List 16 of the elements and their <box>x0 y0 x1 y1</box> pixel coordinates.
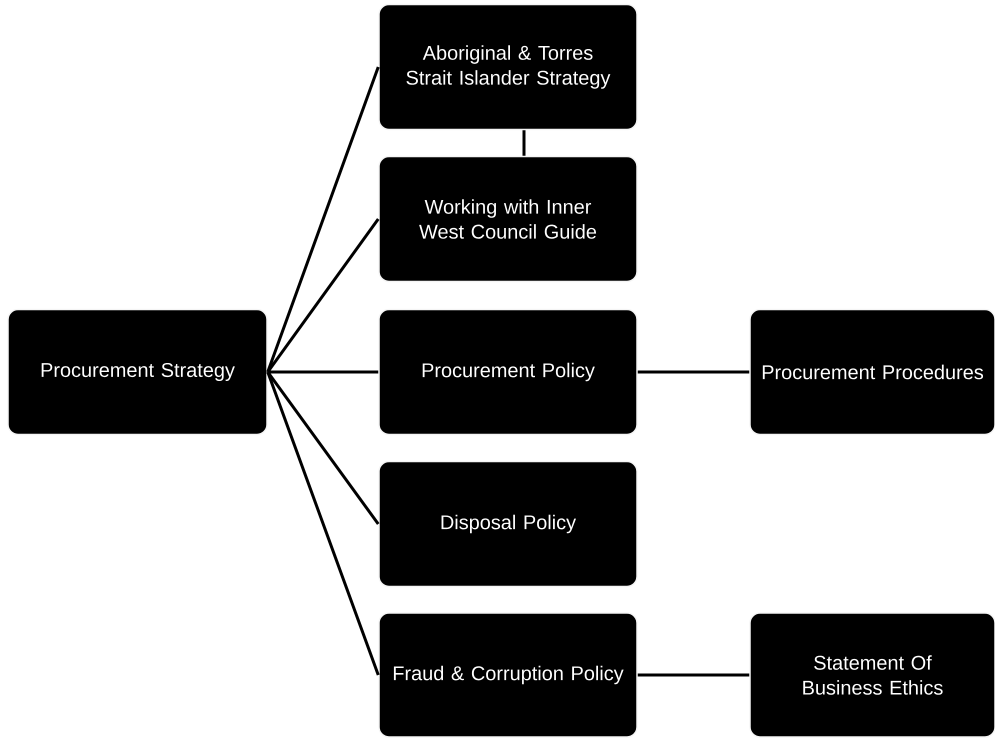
process-box: Statement Of Business Ethics <box>749 612 995 738</box>
process-box: Fraud & Corruption Policy <box>378 612 638 738</box>
connector-line <box>266 66 380 372</box>
process-box: Working with Inner West Council Guide <box>378 156 638 282</box>
process-box: Aboriginal & Torres Strait Islander Strategy <box>378 4 638 130</box>
process-box: Procurement Procedures <box>749 308 995 436</box>
connector-line <box>638 370 750 374</box>
process-box: Disposal Policy <box>378 460 638 588</box>
process-box: Procurement Strategy <box>7 308 268 436</box>
connector-line <box>266 371 380 676</box>
connector-line <box>522 130 526 156</box>
connector-line <box>266 218 380 373</box>
process-box: Procurement Policy <box>378 308 638 436</box>
connector-line <box>266 371 380 525</box>
connector-line <box>638 674 750 676</box>
connector-line <box>268 370 378 374</box>
